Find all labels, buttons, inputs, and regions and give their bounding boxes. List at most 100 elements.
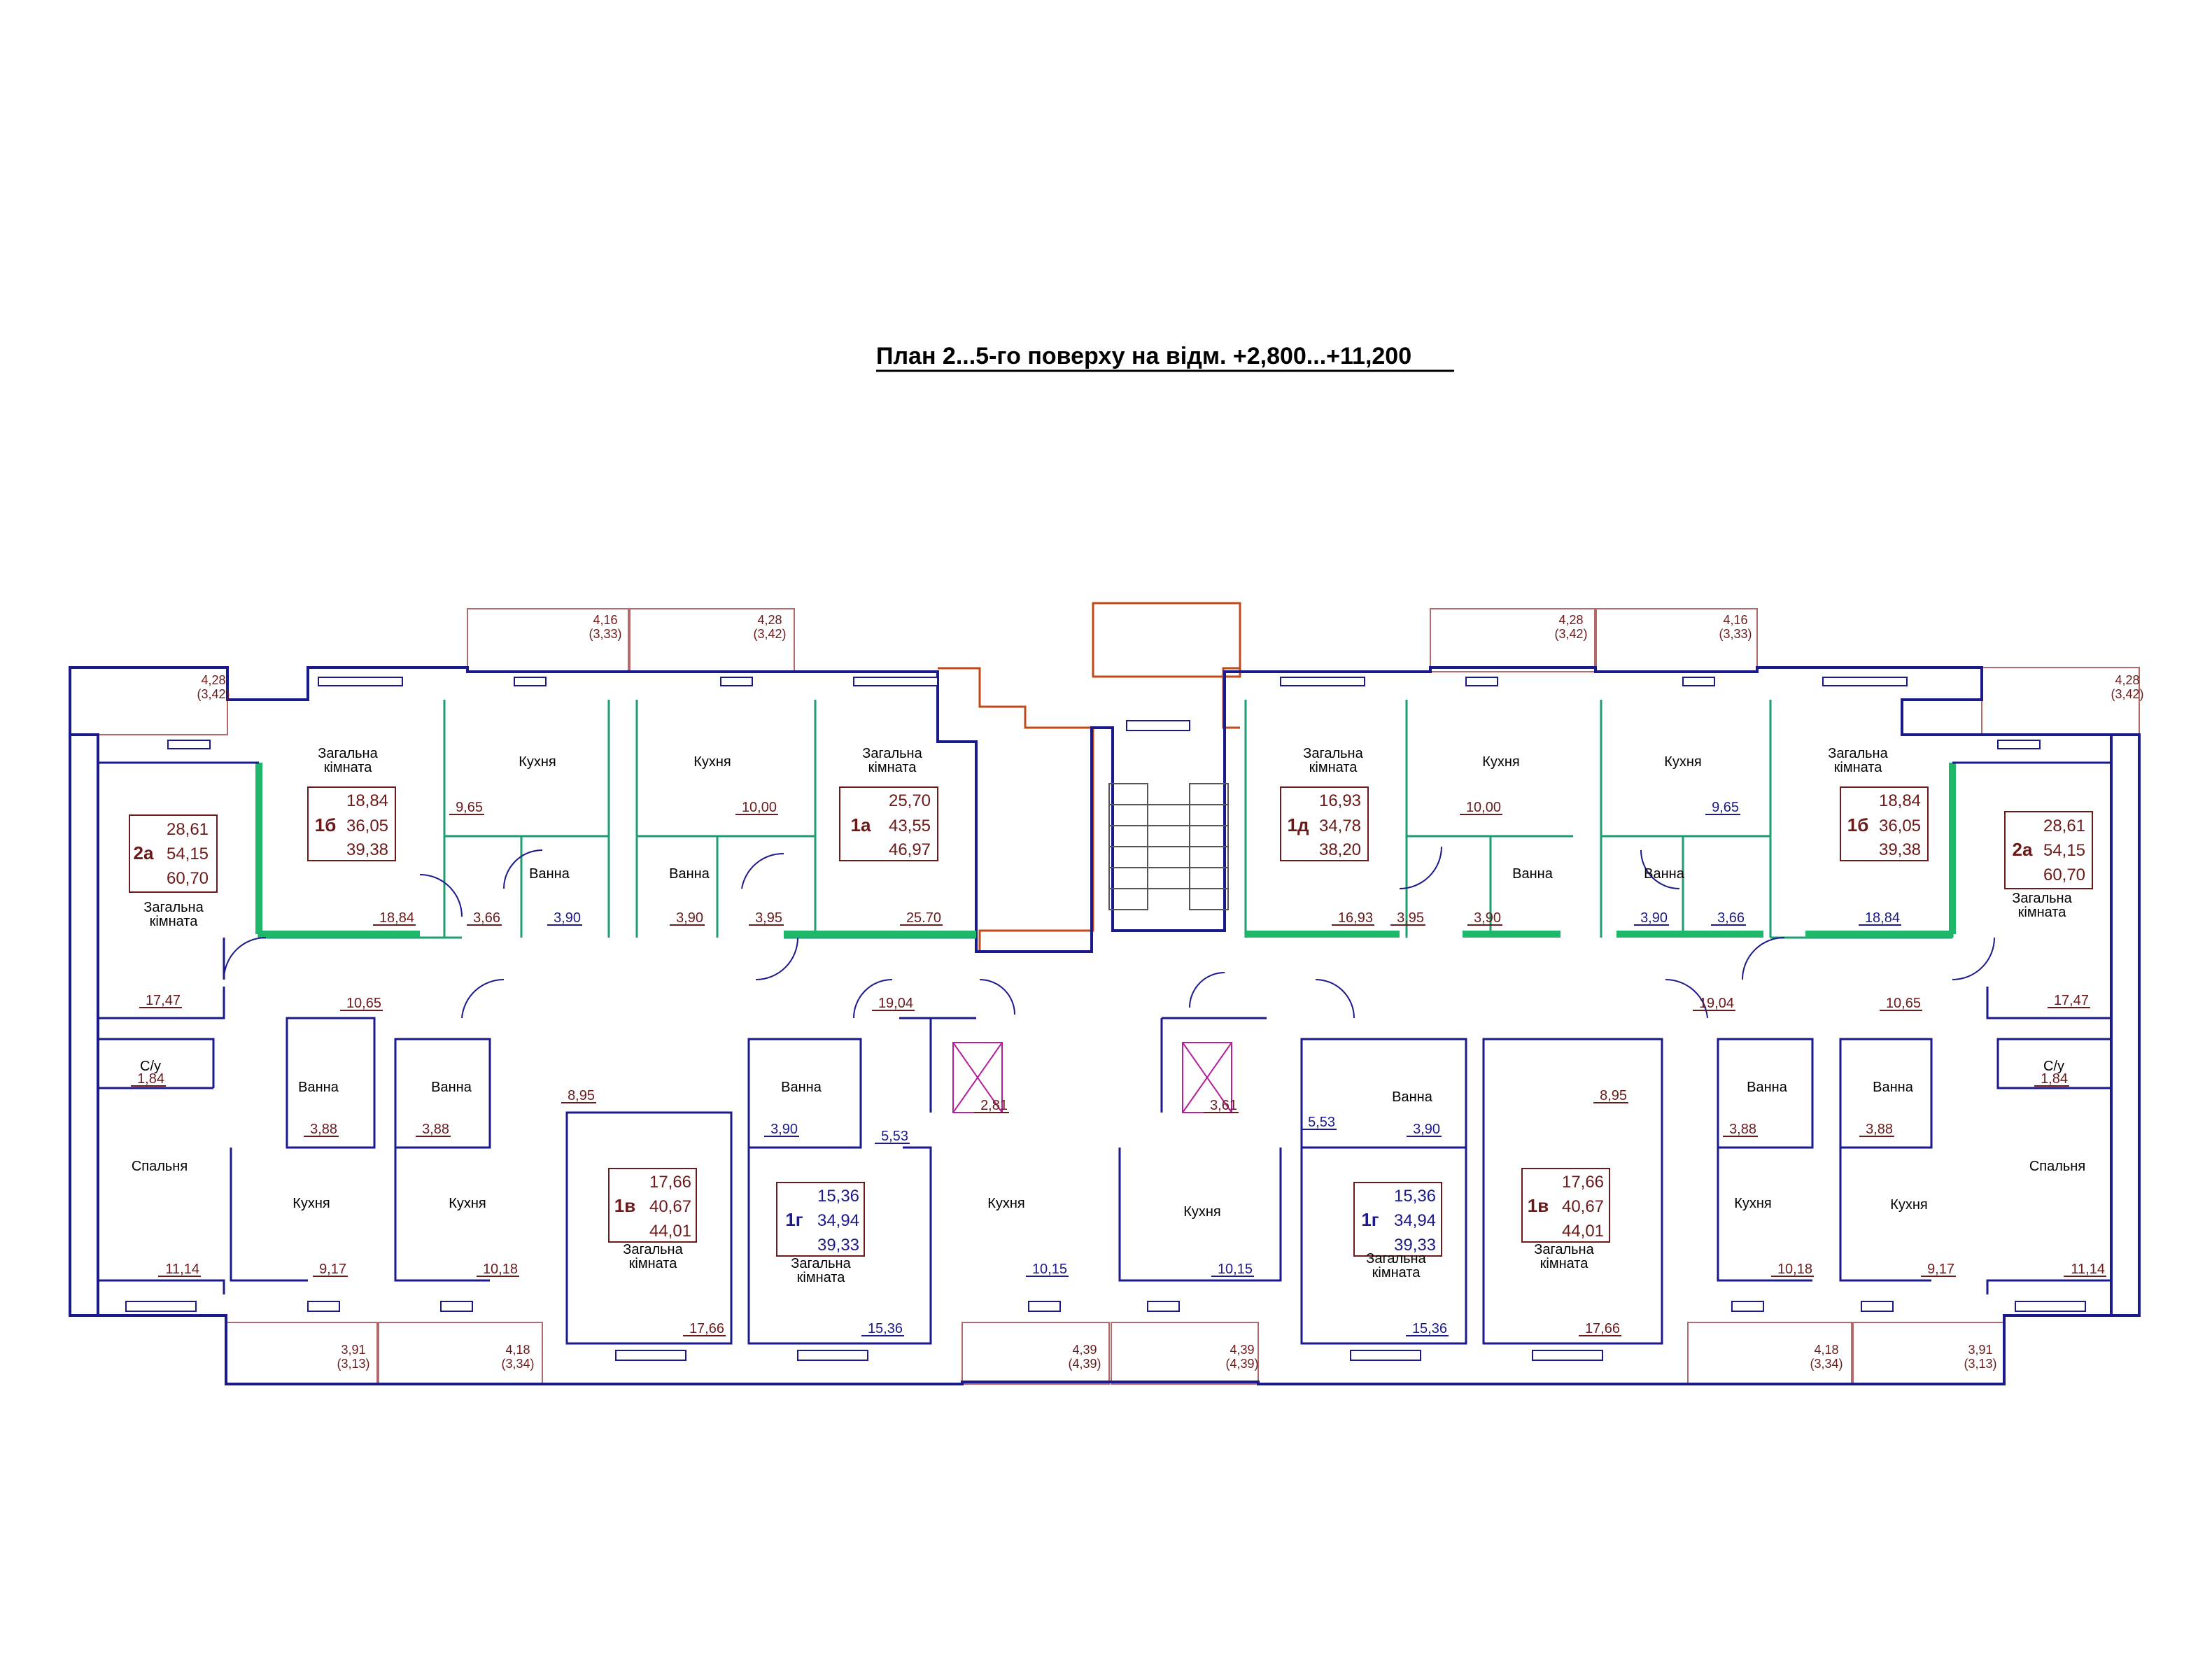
balcony-b2-area: 4,16	[593, 613, 617, 627]
room-living-label: Загальна	[143, 900, 204, 915]
room-living-label: кімната	[1372, 1265, 1421, 1280]
room-area-r48: 11,14	[2071, 1262, 2105, 1277]
balcony-b2-reduced: (3,33)	[589, 627, 621, 641]
room-bedroom-label: Спальня	[132, 1159, 188, 1174]
room-area-r37: 11,14	[165, 1262, 199, 1277]
room-area-r47: 9,17	[1927, 1262, 1954, 1277]
outer-wall-main	[69, 666, 2141, 1385]
room-bath-label: Ванна	[1512, 866, 1554, 882]
apt-a7-living: 17,66	[649, 1173, 691, 1192]
room-area-r35: 3,88	[1866, 1122, 1893, 1137]
apt-a4-code: 1д	[1288, 814, 1309, 835]
apt-a3-living: 25,70	[889, 791, 931, 810]
apt-a10-living: 17,66	[1562, 1173, 1604, 1192]
apt-a5-total: 36,05	[1879, 817, 1921, 835]
room-kitchen-label: Кухня	[519, 754, 556, 770]
room-living-label: кімната	[150, 914, 199, 929]
room-living-label: кімната	[324, 760, 373, 775]
room-area-r11: 10,00	[1466, 800, 1501, 815]
apt-a7-total: 40,67	[649, 1197, 691, 1216]
room-area-r14: 9,65	[1712, 800, 1739, 815]
room-kitchen-label: Кухня	[987, 1196, 1025, 1211]
balcony-b11-reduced: (3,34)	[1810, 1357, 1843, 1371]
room-bath-label: Ванна	[1644, 866, 1685, 882]
balcony-b9-outline	[961, 1322, 1110, 1385]
room-area-r3: 9,65	[456, 800, 483, 815]
room-area-r1: 17,47	[146, 993, 181, 1008]
room-living-label: кімната	[868, 760, 917, 775]
room-wc-label: С/у	[2043, 1059, 2064, 1074]
room-kitchen-label: Кухня	[693, 754, 731, 770]
room-area-r7: 3,90	[676, 910, 703, 926]
apt-a6-living: 28,61	[2043, 817, 2085, 835]
balcony-b8-area: 4,18	[505, 1343, 530, 1357]
room-wc-label: С/у	[140, 1059, 161, 1074]
room-bath-label: Ванна	[1747, 1080, 1788, 1095]
apt-a8-total: 34,94	[817, 1211, 859, 1230]
apartment-boxes	[129, 786, 2093, 1257]
room-area-r21: 19,04	[1699, 996, 1734, 1011]
apt-a5-balcony: 39,38	[1879, 840, 1921, 859]
room-area-r19: 10,65	[346, 996, 381, 1011]
apt-a5-living: 18,84	[1879, 791, 1921, 810]
room-living-label: Загальна	[791, 1256, 851, 1271]
apt-a1-code: 2а	[134, 842, 154, 863]
room-living-label: Загальна	[1303, 746, 1363, 761]
room-area-r9: 25.70	[906, 910, 941, 926]
entrance-canopy	[1092, 602, 1241, 678]
balcony-b12-area: 3,91	[1968, 1343, 1992, 1357]
windows	[125, 677, 2086, 1361]
room-area-r18: 17,47	[2054, 993, 2089, 1008]
room-bath-label: Ванна	[781, 1080, 822, 1095]
partitions	[258, 700, 1954, 939]
apt-a2-balcony: 39,38	[346, 840, 388, 859]
room-area-r16: 3,66	[1717, 910, 1745, 926]
right-wing-outer	[2110, 733, 2139, 1315]
apt-a10-balcony: 44,01	[1562, 1222, 1604, 1241]
apt-a7-balcony: 44,01	[649, 1222, 691, 1241]
room-area-r42: 10,15	[1032, 1262, 1067, 1277]
room-area-r31: 5,53	[1308, 1115, 1335, 1130]
stair-core	[938, 602, 1241, 953]
room-area-r43: 10,15	[1218, 1262, 1253, 1277]
room-living-label: Загальна	[1366, 1251, 1426, 1266]
room-kitchen-label: Кухня	[1482, 754, 1520, 770]
apt-a6-code: 2а	[2013, 839, 2033, 860]
balcony-b12-reduced: (3,13)	[1964, 1357, 1996, 1371]
apt-a2-living: 18,84	[346, 791, 388, 810]
room-area-r6: 10,00	[742, 800, 777, 815]
balcony-b8-reduced: (3,34)	[501, 1357, 534, 1371]
staircase	[1108, 783, 1229, 910]
apt-a3-code: 1а	[851, 814, 871, 835]
room-area-r17: 18,84	[1865, 910, 1900, 926]
room-bath-label: Ванна	[669, 866, 710, 882]
room-living-label: кімната	[2018, 905, 2067, 920]
balcony-b4-outline	[1430, 608, 1595, 672]
apt-a7-code: 1в	[614, 1195, 635, 1216]
room-kitchen-label: Кухня	[1734, 1196, 1772, 1211]
apt-a5-code: 1б	[1847, 814, 1869, 835]
apt-a9-balcony: 39,33	[1394, 1236, 1436, 1255]
room-area-r32: 3,90	[1413, 1122, 1440, 1137]
apt-a6-balcony: 60,70	[2043, 866, 2085, 884]
apt-a10-total: 40,67	[1562, 1197, 1604, 1216]
room-area-r25: 3,88	[422, 1122, 449, 1137]
apt-a2-code: 1б	[315, 814, 337, 835]
room-area-r5: 3,90	[554, 910, 581, 926]
room-area-r8: 3,95	[755, 910, 782, 926]
apt-a8-code: 1г	[785, 1209, 803, 1230]
room-area-r34: 3,88	[1729, 1122, 1756, 1137]
door-swings	[223, 846, 1995, 1019]
page-title: План 2...5-го поверху на відм. +2,800...…	[876, 343, 1411, 369]
room-bath-label: Ванна	[298, 1080, 339, 1095]
room-area-r22: 10,65	[1886, 996, 1921, 1011]
balcony-b9-area: 4,39	[1072, 1343, 1097, 1357]
room-kitchen-label: Кухня	[1664, 754, 1702, 770]
apt-a4-total: 34,78	[1319, 817, 1361, 835]
balcony-b6-reduced: (3,42)	[2111, 687, 2143, 701]
room-area-r20: 19,04	[878, 996, 913, 1011]
balcony-b4-area: 4,28	[1558, 613, 1583, 627]
left-wing-outer	[70, 733, 99, 1315]
room-names: Загальна кімната Кухня Кухня Загальна кі…	[132, 746, 2085, 1285]
